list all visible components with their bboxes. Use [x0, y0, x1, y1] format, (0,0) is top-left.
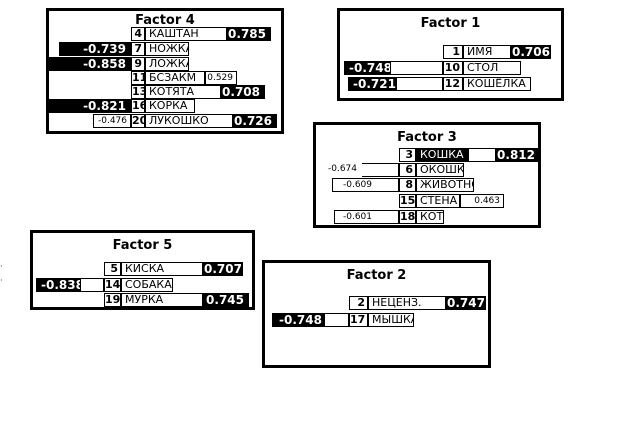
loading-negative: -0.739: [59, 42, 131, 56]
item-number: 4: [131, 27, 145, 41]
factor-5-panel: Factor 5 5 КИСКА 0.707 -0.838 14 СОБАКА …: [30, 230, 255, 310]
item-word: НОЖКА: [145, 42, 189, 56]
loading-negative: -0.838: [36, 278, 84, 292]
item-word: БСЗАКМ: [145, 71, 205, 85]
item-number: 6: [399, 163, 416, 177]
item-number: 10: [443, 61, 463, 75]
factor-2-title: Factor 2: [346, 268, 407, 283]
item-number: 3: [399, 148, 416, 162]
item-number: 1: [443, 45, 463, 59]
item-number: 16: [131, 99, 148, 113]
item-word: КОТ: [416, 210, 444, 224]
loading-negative: -0.748: [344, 61, 392, 75]
loading-small: -0.476: [93, 114, 131, 128]
loading-small: -0.674: [328, 164, 358, 174]
loading-positive: 0.706: [511, 45, 551, 59]
item-number: 18: [399, 210, 416, 224]
blank-cell: [390, 61, 443, 75]
blank-cell: [468, 148, 496, 162]
item-number: 8: [399, 178, 416, 192]
blank-cell: [362, 163, 399, 177]
edge-mark: ·: [0, 262, 3, 271]
item-word: КАШТАН: [145, 27, 227, 41]
factor-5-title: Factor 5: [112, 238, 173, 253]
loading-positive: 0.726: [233, 114, 277, 128]
item-number: 20: [131, 114, 148, 128]
item-number: 5: [104, 262, 121, 276]
factor-1-title: Factor 1: [420, 16, 481, 31]
loading-small: 0.529: [205, 71, 237, 85]
factor-3-title: Factor 3: [397, 130, 457, 145]
item-word: КОТЯТА: [145, 85, 221, 99]
loading-negative: -0.858: [49, 57, 131, 71]
factor-4-title: Factor 4: [135, 13, 195, 28]
factor-4-panel: Factor 4 4 КАШТАН 0.785 -0.739 7 НОЖКА -…: [46, 8, 284, 134]
loading-positive: 0.785: [227, 27, 271, 41]
item-number: 13: [131, 85, 148, 99]
item-word: ОКОШКО: [416, 163, 464, 177]
item-number: 12: [443, 77, 463, 91]
item-word: ЛУКОШКО: [145, 114, 233, 128]
item-word: МЫШКА: [368, 313, 414, 327]
item-number: 19: [104, 293, 121, 307]
item-word: КОШЁЛКА: [463, 77, 531, 91]
loading-positive: 0.745: [203, 293, 249, 307]
loading-positive: 0.812: [496, 148, 540, 162]
item-number: 14: [104, 278, 121, 292]
loading-small: -0.601: [334, 210, 399, 224]
item-word: КИСКА: [121, 262, 203, 276]
factor-2-panel: Factor 2 2 НЕЦЕНЗ. 0.747 -0.748 17 МЫШКА: [262, 260, 491, 368]
loading-negative: -0.821: [49, 99, 131, 113]
item-number: 7: [131, 42, 145, 56]
loading-small: 0.463: [460, 194, 504, 208]
item-number: 15: [399, 194, 416, 208]
item-word: СТОЛ: [463, 61, 521, 75]
item-word: КОРКА: [145, 99, 195, 113]
edge-mark: ·: [0, 276, 3, 285]
item-number: 9: [131, 57, 145, 71]
item-word: ЖИВОТНОЕ: [416, 178, 474, 192]
factor-1-panel: Factor 1 1 ИМЯ 0.706 -0.748 10 СТОЛ -0.7…: [337, 8, 564, 101]
loading-negative: -0.721: [348, 77, 396, 91]
item-word-highlighted: КОШКА: [416, 148, 468, 162]
item-number: 2: [349, 296, 368, 310]
loading-negative: -0.748: [272, 313, 324, 327]
item-number: 17: [349, 313, 368, 327]
item-word: МУРКА: [121, 293, 203, 307]
loading-positive: 0.747: [446, 296, 486, 310]
loading-positive: 0.708: [221, 85, 265, 99]
blank-cell: [80, 278, 104, 292]
item-word: НЕЦЕНЗ.: [368, 296, 446, 310]
item-word: СТЕНА: [416, 194, 460, 208]
factor-3-panel: Factor 3 3 КОШКА 0.812 -0.674 6 ОКОШКО -…: [313, 122, 541, 228]
item-word: ЛОЖКА: [145, 57, 189, 71]
blank-cell: [324, 313, 349, 327]
blank-cell: [396, 77, 443, 91]
item-number: 11: [131, 71, 148, 85]
loading-positive: 0.707: [203, 262, 243, 276]
item-word: СОБАКА: [121, 278, 173, 292]
item-word: ИМЯ: [463, 45, 511, 59]
loading-small: -0.609: [332, 178, 399, 192]
